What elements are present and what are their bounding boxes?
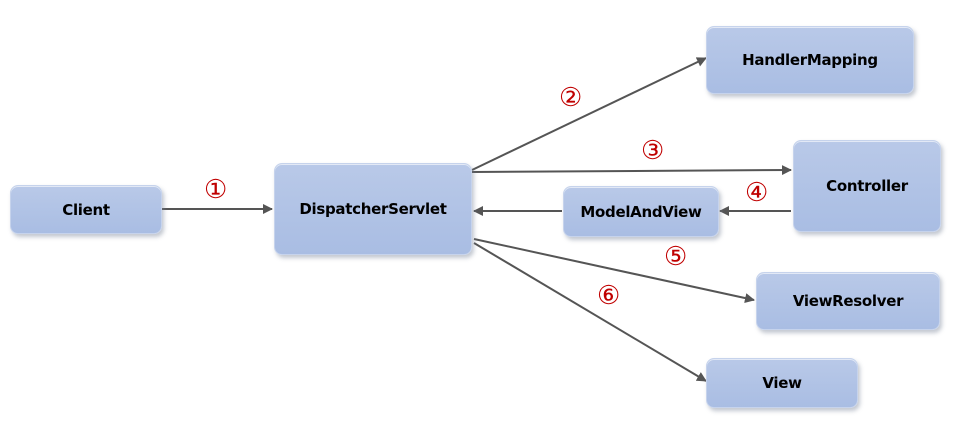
step-1-label: ① — [204, 175, 228, 205]
view-resolver-node: ViewResolver — [756, 272, 940, 330]
dispatcher-servlet-node: DispatcherServlet — [274, 163, 472, 255]
step-4-label: ④ — [745, 178, 769, 208]
view-node: View — [706, 358, 858, 408]
handler-mapping-node: HandlerMapping — [706, 26, 914, 94]
arrow-dispatcher-to-handlermapping — [471, 57, 707, 171]
step-3-label: ③ — [641, 136, 665, 166]
step-6-label: ⑥ — [597, 281, 621, 311]
model-and-view-node: ModelAndView — [563, 186, 719, 237]
arrow-dispatcher-to-viewresolver — [473, 238, 755, 303]
arrow-dispatcher-to-controller — [471, 165, 792, 176]
client-node: Client — [10, 185, 162, 234]
step-5-label: ⑤ — [664, 242, 688, 272]
step-2-label: ② — [559, 83, 583, 113]
controller-node: Controller — [793, 140, 941, 232]
arrow-dispatcher-to-view — [473, 242, 707, 382]
